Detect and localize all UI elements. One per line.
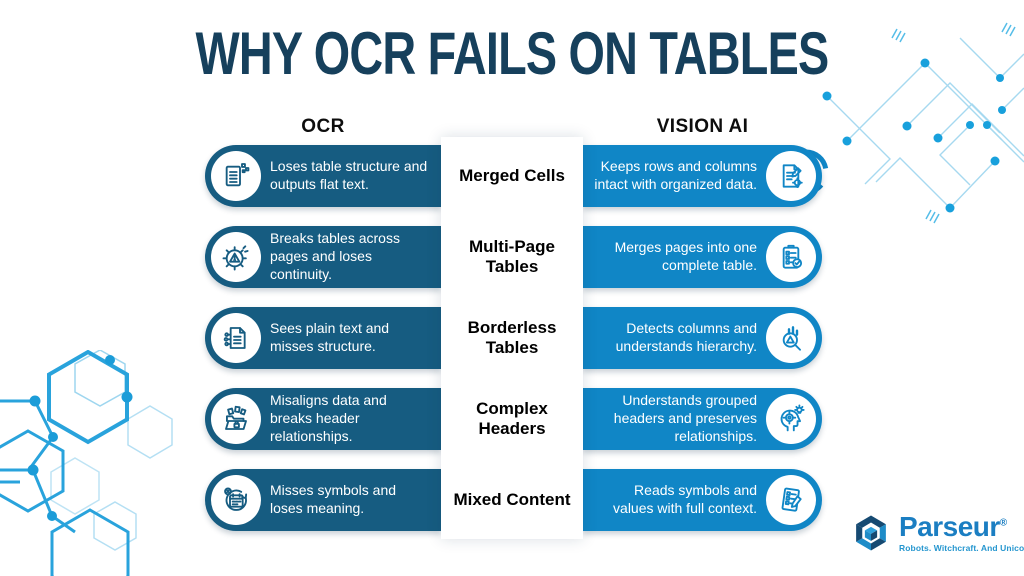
- ocr-text: Misaligns data and breaks header relatio…: [270, 392, 387, 444]
- gear-warning-icon: [211, 232, 261, 282]
- ocr-text: Breaks tables across pages and loses con…: [270, 230, 400, 282]
- table-row: Misaligns data and breaks header relatio…: [205, 388, 822, 450]
- ocr-text: Sees plain text and misses structure.: [270, 320, 390, 354]
- head-gear-bulb-icon: [766, 394, 816, 444]
- ocr-pill-merged-cells: Loses table structure and outputs flat t…: [205, 145, 441, 207]
- vision-pill-mixed-content: Reads symbols and values with full conte…: [583, 469, 822, 531]
- vision-text: Merges pages into one complete table.: [614, 239, 757, 273]
- column-header-vision: VISION AI: [656, 116, 749, 137]
- table-row: Loses table structure and outputs flat t…: [205, 145, 822, 207]
- category-column-card: [441, 137, 583, 539]
- vision-pill-merged-cells: Keeps rows and columns intact with organ…: [583, 145, 822, 207]
- category-label: Multi-Page Tables: [469, 236, 555, 276]
- vision-pill-multi-page: Merges pages into one complete table.: [583, 226, 822, 288]
- brand-tagline: Robots. Witchcraft. And Unicorns.: [899, 543, 1024, 553]
- shredded-document-icon: [211, 151, 261, 201]
- category-label: Complex Headers: [476, 398, 548, 438]
- brand-logo: Parseur® Robots. Witchcraft. And Unicorn…: [850, 512, 1024, 554]
- comparison-table: Loses table structure and outputs flat t…: [205, 137, 822, 539]
- brand-name: Parseur®: [899, 513, 1024, 541]
- column-header-ocr: OCR: [301, 116, 345, 137]
- document-edit-gear-icon: [766, 151, 816, 201]
- plain-text-document-icon: [211, 313, 261, 363]
- parseur-hexagon-logo-icon: [856, 515, 886, 551]
- ocr-pill-borderless: Sees plain text and misses structure.: [205, 307, 441, 369]
- vision-text: Keeps rows and columns intact with organ…: [594, 158, 757, 192]
- registered-mark: ®: [999, 517, 1007, 529]
- category-label: Merged Cells: [459, 165, 565, 185]
- calendar-error-icon: [211, 475, 261, 525]
- ocr-text: Loses table structure and outputs flat t…: [270, 158, 428, 192]
- ocr-pill-complex-headers: Misaligns data and breaks header relatio…: [205, 388, 441, 450]
- table-row: Breaks tables across pages and loses con…: [205, 226, 822, 288]
- vision-pill-complex-headers: Understands grouped headers and preserve…: [583, 388, 822, 450]
- vision-pill-borderless: Detects columns and understands hierarch…: [583, 307, 822, 369]
- category-label: Borderless Tables: [467, 317, 557, 357]
- page-title: WHY OCR FAILS ON TABLES: [195, 20, 830, 87]
- brand-text: Parseur® Robots. Witchcraft. And Unicorn…: [899, 513, 1024, 554]
- vision-text: Detects columns and understands hierarch…: [615, 320, 757, 354]
- clipboard-check-icon: [766, 232, 816, 282]
- ocr-text: Misses symbols and loses meaning.: [270, 482, 397, 516]
- ocr-pill-mixed-content: Misses symbols and loses meaning.: [205, 469, 441, 531]
- table-row: Sees plain text and misses structure. Bo…: [205, 307, 822, 369]
- document-pen-icon: [766, 475, 816, 525]
- table-row: Misses symbols and loses meaning. Mixed …: [205, 469, 822, 531]
- vision-text: Reads symbols and values with full conte…: [613, 482, 757, 516]
- brand-wordmark: Parseur: [899, 511, 1000, 542]
- ocr-pill-multi-page: Breaks tables across pages and loses con…: [205, 226, 441, 288]
- chart-magnifier-icon: [766, 313, 816, 363]
- vision-text: Understands grouped headers and preserve…: [613, 392, 757, 444]
- folder-scattered-papers-icon: [211, 394, 261, 444]
- hexagon-decoration: [0, 350, 173, 576]
- category-label: Mixed Content: [453, 489, 571, 509]
